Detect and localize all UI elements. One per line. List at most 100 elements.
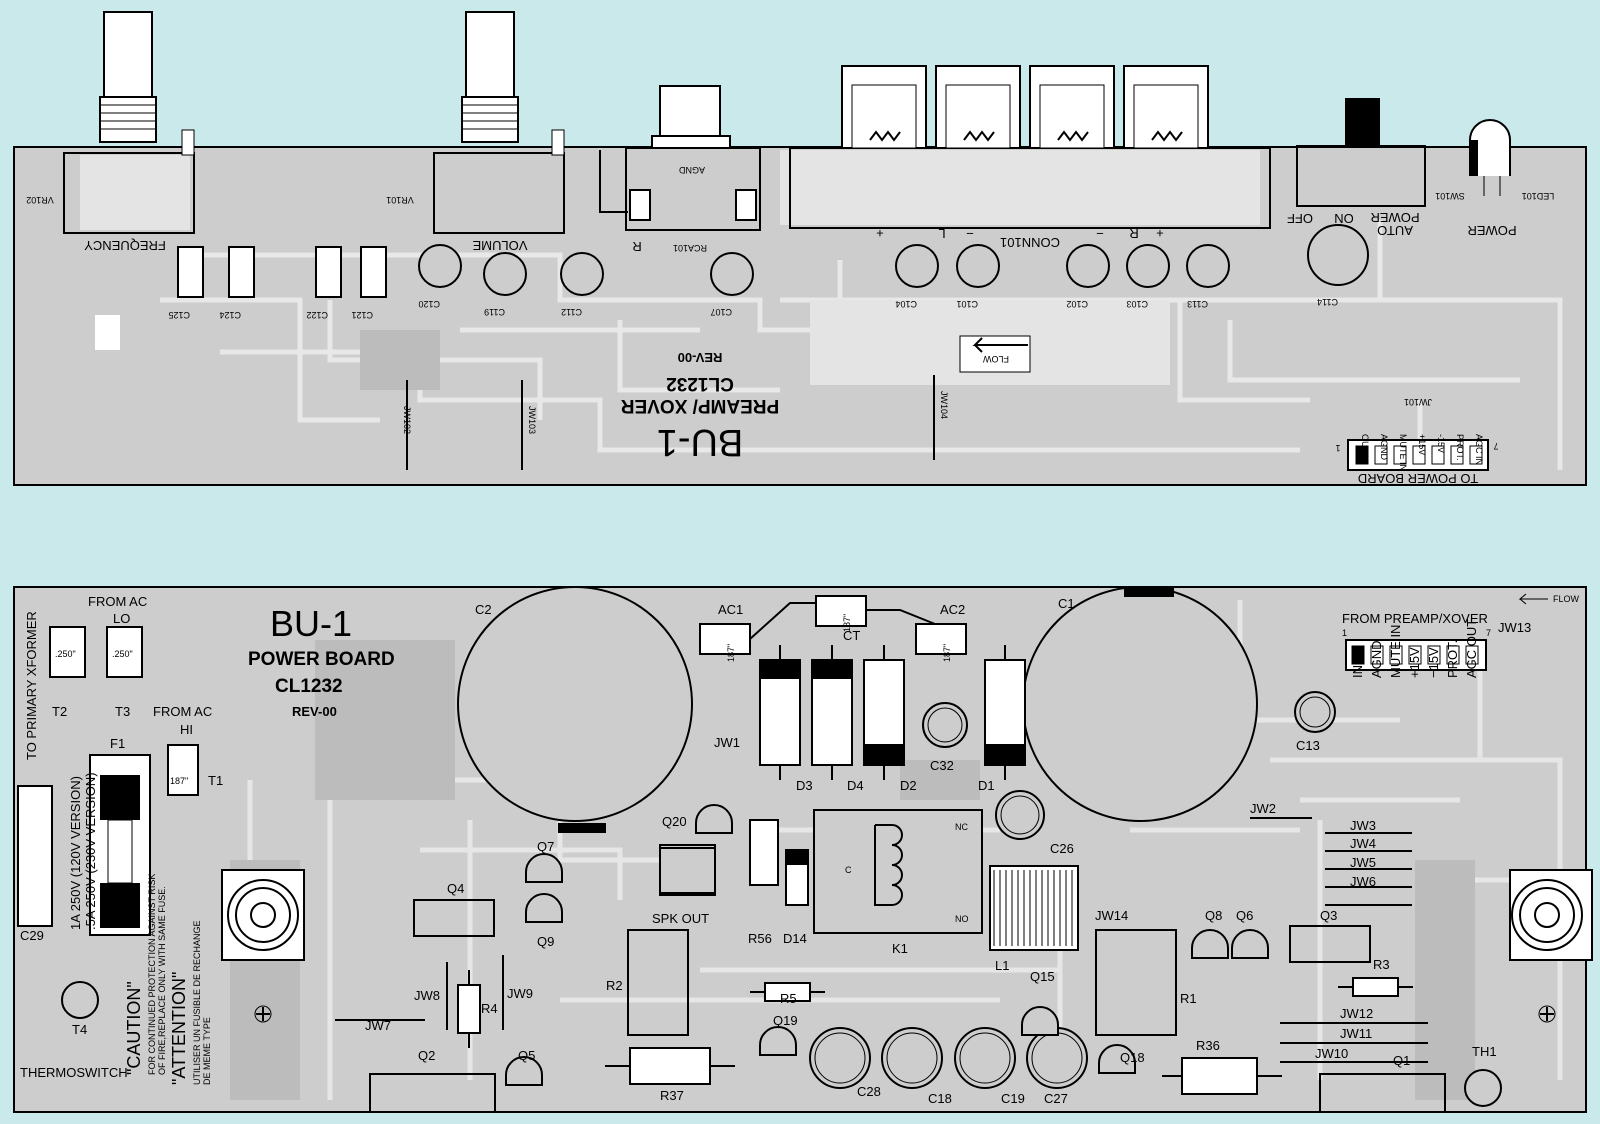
led-ref: LED101 (1522, 191, 1555, 201)
ref-label-q18: Q18 (1120, 1050, 1145, 1065)
power-flow-arrow (1518, 593, 1548, 605)
capacitor-c27 (1026, 1027, 1088, 1089)
preamp-zone (95, 315, 120, 350)
speaker-conn-ref: CONN101 (1000, 235, 1060, 250)
capacitor-c120 (418, 244, 462, 288)
capacitor-c26-ring (1000, 795, 1040, 835)
mounting-holes (221, 869, 1593, 1023)
ref-label-c29: C29 (20, 928, 44, 943)
led-name: POWER (1467, 223, 1516, 238)
power-title: BU-1 (270, 603, 352, 644)
ref-label-q15: Q15 (1030, 969, 1055, 984)
jw13-label: JW13 (1498, 620, 1531, 635)
power-pin-label: AGND (1369, 640, 1384, 678)
preamp-rev: REV-00 (678, 350, 723, 365)
power-zone (315, 640, 455, 800)
ref-label-q19: Q19 (773, 1013, 798, 1028)
power-pin (1427, 645, 1441, 665)
ref-label-jw11: JW11 (1340, 1026, 1372, 1041)
ref-label-q3: Q3 (1320, 908, 1337, 923)
preamp-labels: BU-1 PREAMP/ XOVER CL1232 REV-00 FLOW TO… (26, 165, 1554, 486)
ref-label-r1: R1 (1180, 991, 1197, 1006)
capacitor-c32 (922, 702, 968, 748)
t1-label: T1 (208, 773, 223, 788)
preamp-flow-arrow (959, 335, 1031, 373)
ac1-label: AC1 (718, 602, 743, 617)
preamp-pin (1431, 445, 1445, 465)
power-pin-label: MUTE IN (1388, 625, 1403, 678)
pot-volume-label: VOLUME (472, 238, 527, 253)
preamp-zone (780, 150, 1260, 225)
from-ac-lo-1: FROM AC (88, 594, 147, 609)
capacitor-label-c104: C104 (895, 299, 917, 309)
preamp-pin-label: AGND (1379, 434, 1389, 461)
from-preamp-label: FROM PREAMP/XOVER (1342, 611, 1488, 626)
power-pin-last: 7 (1486, 628, 1491, 638)
power-rects (369, 639, 1487, 1113)
ref-label-r5: R5 (780, 991, 797, 1006)
jw102-label: JW102 (402, 406, 412, 434)
transistor (525, 853, 563, 883)
transistor (1098, 1044, 1136, 1074)
ref-label-r4: R4 (481, 1001, 498, 1016)
ref-label-jw6: JW6 (1350, 874, 1376, 889)
ref-label-jw9: JW9 (507, 986, 533, 1001)
power-zone (1415, 860, 1475, 1100)
ref-label-r56: R56 (748, 931, 772, 946)
power-pin (1351, 645, 1365, 665)
to-primary-label: TO PRIMARY XFORMER (24, 611, 39, 760)
power-subtitle: POWER BOARD (248, 649, 395, 670)
ref-label-jw3: JW3 (1350, 818, 1376, 833)
ref-label-jw2: JW2 (1250, 801, 1276, 816)
ref-label-r2: R2 (606, 978, 623, 993)
attention-line1: UTILISER UN FUSIBLE DE RECHANGE (192, 920, 202, 1085)
power-flow-label: FLOW (1553, 594, 1580, 604)
f1-label: F1 (110, 736, 125, 751)
capacitor-label-c103: C103 (1126, 299, 1148, 309)
preamp-pin (1374, 445, 1388, 465)
switch-auto-label: AUTO (1377, 223, 1413, 238)
ref-label-c2: C2 (475, 602, 492, 617)
switch-power-label: POWER (1370, 210, 1419, 225)
relay-c: C (845, 865, 852, 875)
transistor (1191, 929, 1229, 959)
power-rev: REV-00 (292, 704, 337, 719)
ref-label-q7: Q7 (537, 839, 554, 854)
preamp-pin-label: AGC IN (1474, 434, 1484, 465)
ref-label-c19: C19 (1001, 1091, 1025, 1106)
ref-label-jw8: JW8 (414, 988, 440, 1003)
pot-vr101-ref: VR101 (386, 195, 414, 205)
capacitor-c28 (809, 1027, 871, 1089)
capacitor-label-c107: C107 (710, 307, 732, 317)
capacitor-c13-ring (1299, 696, 1331, 728)
from-ac-lo-2: LO (113, 611, 130, 626)
ref-label-c28: C28 (857, 1084, 881, 1099)
ref-label-l1: L1 (995, 958, 1009, 973)
ref-label-q8: Q8 (1205, 908, 1222, 923)
pot-frequency-label: FREQUENCY (84, 238, 166, 253)
preamp-pin (1393, 445, 1407, 465)
power-switch (1296, 98, 1426, 207)
capacitor-label-c120: C120 (418, 299, 440, 309)
caution-line2: OF FIRE,REPLACE ONLY WITH SAME FUSE. (157, 886, 167, 1075)
caution-title: "CAUTION" (124, 981, 144, 1075)
capacitor-c114 (1307, 224, 1369, 286)
preamp-connector-ref: JW101 (1404, 397, 1432, 407)
relay-nc: NC (955, 822, 968, 832)
capacitor-c2 (457, 586, 693, 833)
ref-label-th1: TH1 (1472, 1044, 1497, 1059)
capacitor-label-c125: C125 (168, 310, 190, 320)
jw103-label: JW103 (527, 406, 537, 434)
power-pin-label: PROT. (1445, 640, 1460, 678)
power-pin-label: +15V (1407, 647, 1422, 678)
power-pin-label: AGC OUT (1464, 619, 1479, 678)
ref-label-r3: R3 (1373, 957, 1390, 972)
ref-label-c18: C18 (928, 1091, 952, 1106)
power-pin (1446, 645, 1460, 665)
capacitor-c18 (881, 1027, 943, 1089)
relay-ref: K1 (892, 941, 908, 956)
